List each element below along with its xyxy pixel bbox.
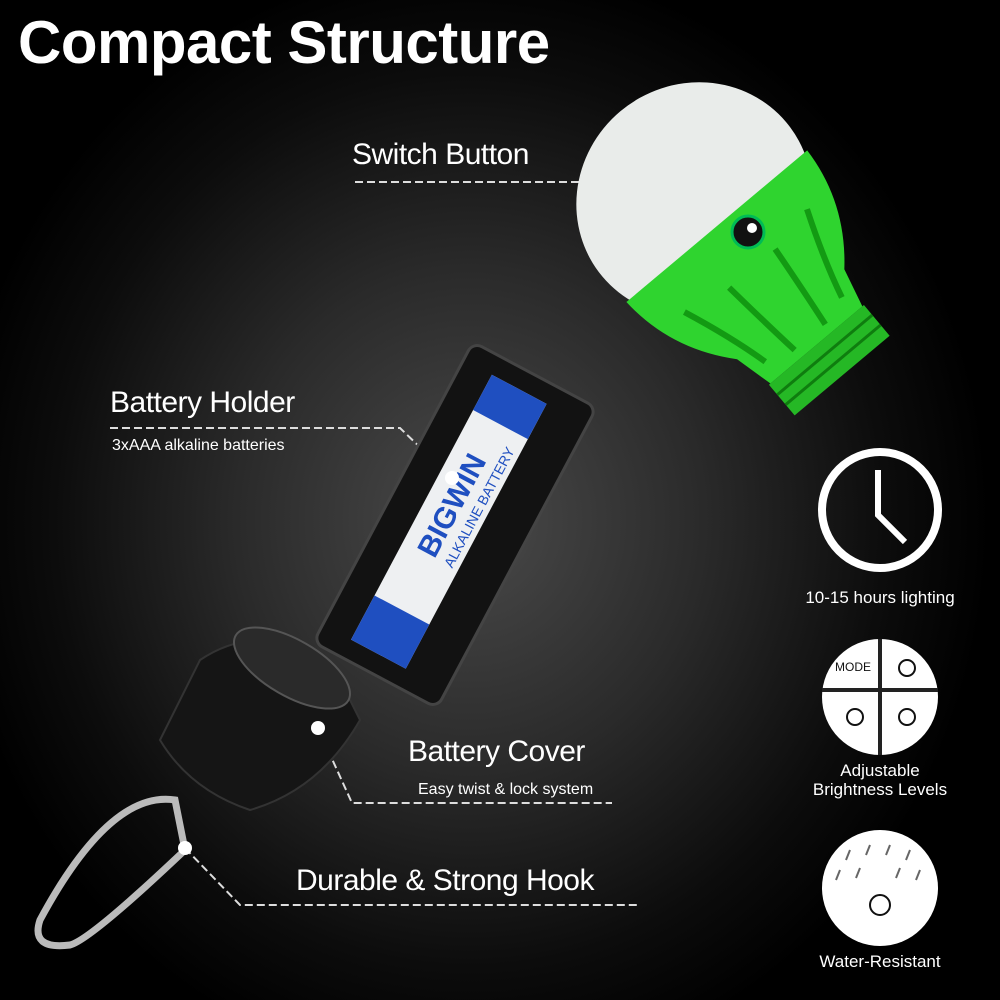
mode-brightness-icon: MODE [822,639,938,755]
carabiner-hook [34,795,189,950]
feature-label-brightness: Brightness Levels [812,780,948,799]
clock-icon [818,448,942,572]
switch-button-knob [730,214,766,250]
battery-cover-label: Battery Cover [408,735,585,768]
water-resistant-icon [822,830,938,946]
feature-label-lighting: 10-15 hours lighting [805,588,955,607]
mode-text: MODE [835,660,871,674]
bulb [576,82,890,416]
battery-cover [158,626,362,812]
battery-holder-sub: 3xAAA alkaline batteries [112,437,285,454]
page-title: Compact Structure [18,9,550,76]
feature-label-water: Water-Resistant [819,952,941,971]
switch-button-label: Switch Button [352,138,529,171]
battery-holder-label: Battery Holder [110,386,295,419]
battery-holder: BIGWIN ALKALINE BATTERY [315,344,595,706]
battery-cover-sub: Easy twist & lock system [418,781,594,798]
hook-label: Durable & Strong Hook [296,864,595,897]
feature-label-adjustable: Adjustable [840,761,920,780]
